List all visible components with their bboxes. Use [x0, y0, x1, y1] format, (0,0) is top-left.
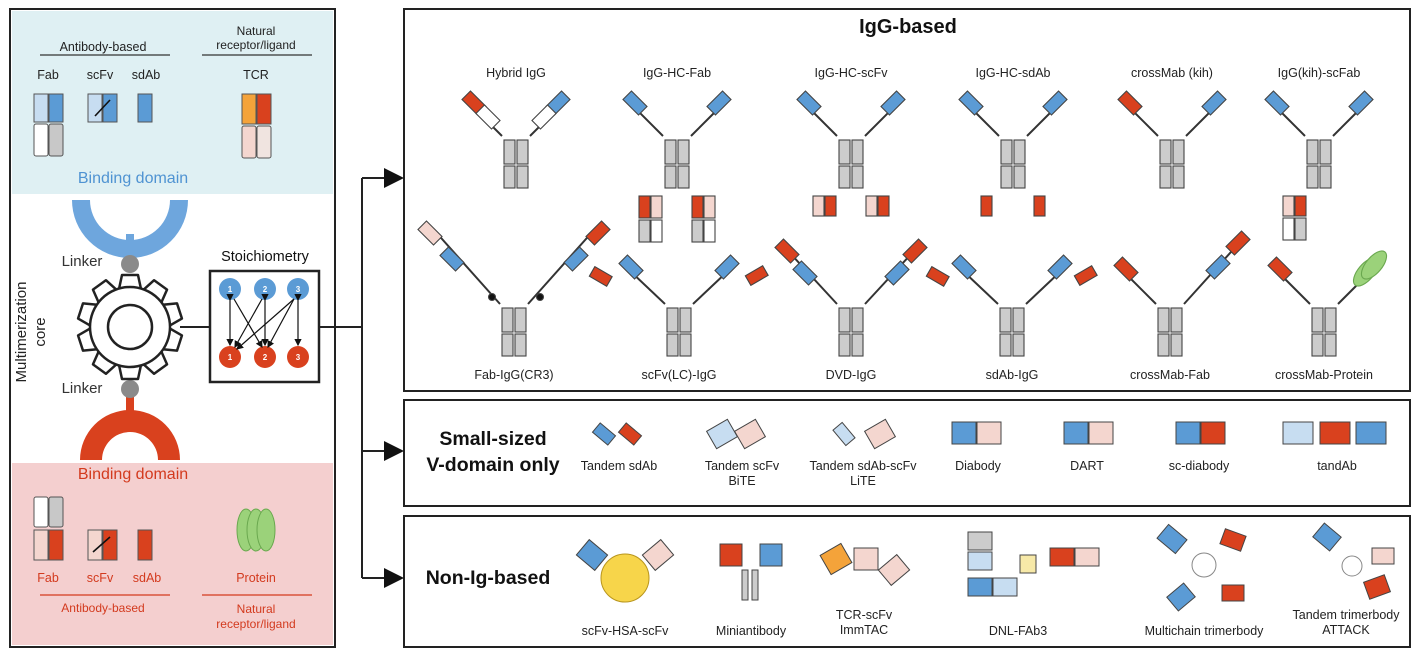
- bottom-binding-area: [12, 463, 333, 645]
- stoichiometry-node-number: 1: [228, 285, 233, 294]
- nonig-panel-title: Non-Ig-based: [425, 567, 551, 589]
- igg-label: crossMab-Protein: [1275, 368, 1373, 382]
- small-panel-title: Small-sized V-domain only: [426, 428, 560, 476]
- igg-label: IgG-HC-scFv: [814, 66, 888, 80]
- igg-label: scFv(LC)-IgG: [641, 368, 717, 382]
- nonig-label: Miniantibody: [715, 624, 787, 638]
- bottom-antibody-based-label: Antibody-based: [61, 601, 145, 615]
- bottom-fab-label: Fab: [37, 571, 59, 585]
- nonig-label: Tandem trimerbody ATTACK: [1292, 608, 1400, 637]
- stoichiometry-node-number: 2: [263, 285, 268, 294]
- igg-panel: [403, 8, 1411, 392]
- igg-label: Fab-IgG(CR3): [474, 368, 554, 382]
- stoichiometry-node-number: 3: [296, 353, 301, 362]
- bottom-natural-receptor-label: Natural receptor/ligand: [216, 602, 296, 631]
- bottom-scfv-label: scFv: [86, 571, 114, 585]
- small-label: Diabody: [955, 459, 1001, 473]
- top-scfv-label: scFv: [86, 68, 114, 82]
- small-label: tandAb: [1317, 459, 1357, 473]
- stoichiometry-node-number: 2: [263, 353, 268, 362]
- nonig-panel: [403, 515, 1411, 648]
- small-label: Tandem sdAb-scFv LiTE: [809, 459, 917, 488]
- top-fab-label: Fab: [37, 68, 59, 82]
- small-label: sc-diabody: [1168, 459, 1230, 473]
- top-binding-area: [12, 11, 333, 194]
- igg-panel-title: IgG-based: [859, 16, 957, 38]
- nonig-label: DNL-FAb3: [988, 624, 1048, 638]
- stoichiometry-node-number: 3: [296, 285, 301, 294]
- small-label: Tandem sdAb: [580, 459, 658, 473]
- small-panel: [403, 399, 1411, 507]
- small-label: DART: [1070, 459, 1104, 473]
- linker-top-label: Linker: [61, 253, 103, 270]
- igg-label: DVD-IgG: [825, 368, 877, 382]
- nonig-label: TCR-scFv ImmTAC: [835, 608, 893, 637]
- igg-label: sdAb-IgG: [985, 368, 1039, 382]
- gear-icon: [76, 273, 184, 381]
- bottom-sdab-label: sdAb: [132, 571, 162, 585]
- top-tcr-label: TCR: [243, 68, 269, 82]
- nonig-label: scFv-HSA-scFv: [581, 624, 669, 638]
- protein-icon: [236, 508, 276, 552]
- top-antibody-based-label: Antibody-based: [59, 40, 147, 54]
- igg-label: IgG(kih)-scFab: [1277, 66, 1361, 80]
- igg-label: Hybrid IgG: [486, 66, 546, 80]
- igg-label: IgG-HC-sdAb: [975, 66, 1051, 80]
- linker-bottom-label: Linker: [61, 380, 103, 397]
- bottom-protein-label: Protein: [236, 571, 276, 585]
- stoichiometry-node-number: 1: [228, 353, 233, 362]
- top-natural-receptor-label: Natural receptor/ligand: [216, 24, 296, 52]
- igg-label: crossMab-Fab: [1130, 368, 1210, 382]
- stoichiometry-label: Stoichiometry: [221, 249, 309, 265]
- igg-label: IgG-HC-Fab: [642, 66, 712, 80]
- small-label: Tandem scFv BiTE: [704, 459, 780, 488]
- top-binding-domain-label: Binding domain: [77, 170, 189, 187]
- top-sdab-label: sdAb: [131, 68, 161, 82]
- igg-label: crossMab (kih): [1131, 66, 1213, 80]
- nonig-label: Multichain trimerbody: [1144, 624, 1264, 638]
- bottom-binding-domain-label: Binding domain: [77, 466, 189, 483]
